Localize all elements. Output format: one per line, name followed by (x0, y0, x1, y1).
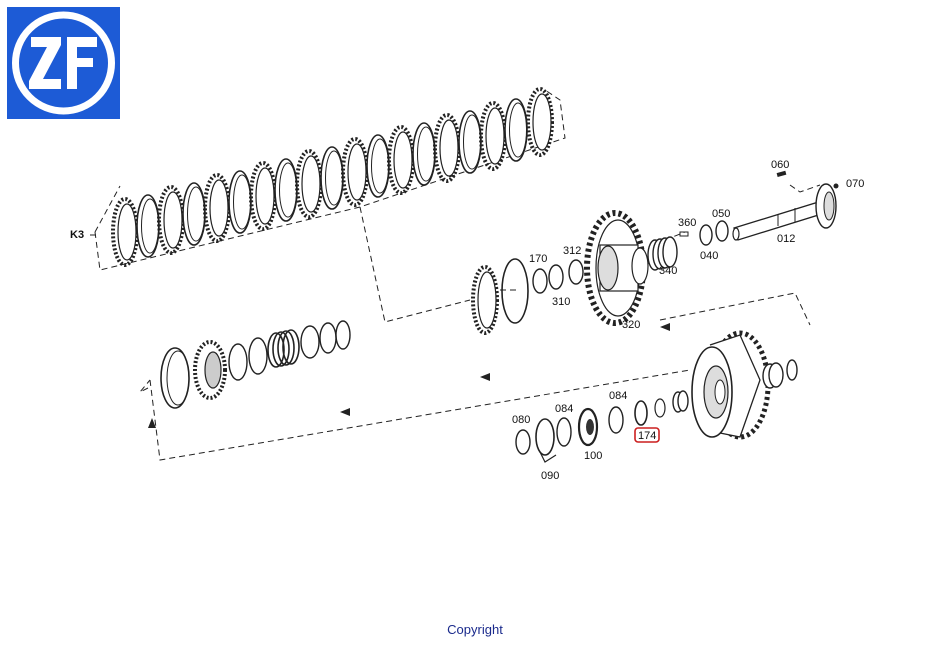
lower-cluster[interactable] (515, 398, 666, 463)
label-084-left[interactable]: 084 (555, 403, 573, 415)
label-084-right[interactable]: 084 (609, 390, 627, 402)
label-320[interactable]: 320 (622, 319, 640, 331)
needle-bearing-340[interactable] (647, 236, 678, 271)
small-bearing[interactable] (672, 390, 689, 413)
screw-060[interactable] (776, 170, 787, 177)
label-360[interactable]: 360 (678, 217, 696, 229)
zf-logo (7, 7, 120, 119)
label-310[interactable]: 310 (552, 296, 570, 308)
piston-assembly[interactable] (160, 320, 351, 409)
label-090[interactable]: 090 (541, 470, 559, 482)
clutch-drum[interactable] (691, 330, 771, 440)
label-070[interactable]: 070 (846, 178, 864, 190)
label-100[interactable]: 100 (584, 450, 602, 462)
label-040[interactable]: 040 (700, 250, 718, 262)
copyright-link[interactable]: Copyright (447, 622, 503, 637)
ring-040[interactable] (699, 224, 713, 246)
pin-360[interactable] (679, 231, 689, 237)
part-labels: K3 060 070 360 050 040 012 312 170 340 3… (70, 159, 864, 482)
label-012[interactable]: 012 (777, 233, 795, 245)
k3-clutch-discs[interactable] (111, 87, 554, 267)
shaft-012[interactable] (732, 183, 837, 241)
gear-320[interactable] (584, 210, 649, 326)
k3-pack-outline (90, 89, 566, 271)
label-174-highlight[interactable] (634, 427, 660, 443)
label-340[interactable]: 340 (659, 265, 677, 277)
end-plate-assembly[interactable] (471, 258, 584, 335)
ring-050[interactable] (715, 220, 729, 242)
label-060[interactable]: 060 (771, 159, 789, 171)
screw-070[interactable] (833, 183, 839, 189)
label-170[interactable]: 170 (529, 253, 547, 265)
label-080[interactable]: 080 (512, 414, 530, 426)
zf-logo-graphic (12, 11, 115, 115)
drum-bearing[interactable] (762, 359, 798, 389)
label-050[interactable]: 050 (712, 208, 730, 220)
label-312[interactable]: 312 (563, 245, 581, 257)
label-174[interactable]: 174 (638, 430, 656, 442)
label-k3[interactable]: K3 (70, 229, 84, 241)
